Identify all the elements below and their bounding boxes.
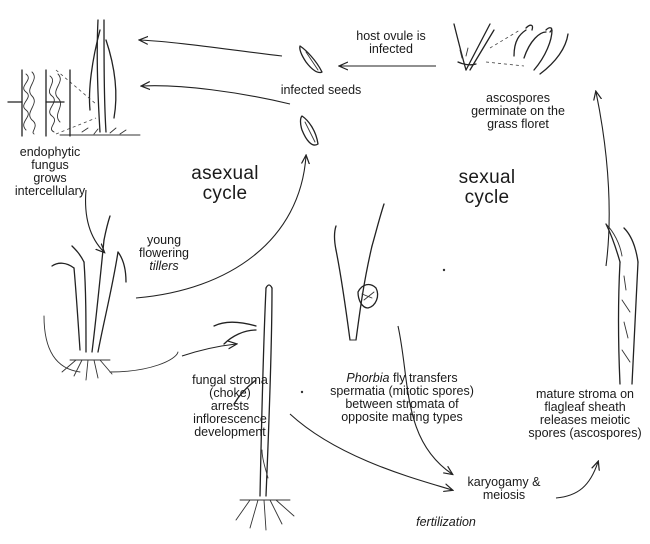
sexual-cycle-label: sexual cycle (432, 168, 542, 208)
mature-stroma-label: mature stroma on flagleaf sheath release… (520, 388, 650, 440)
ascospores-germinate-label: ascospores germinate on the grass floret (448, 92, 588, 131)
endophytic-fungus-label: endophytic fungus grows intercellulary (2, 146, 98, 198)
grass-seedling-illustration (60, 20, 140, 135)
fertilization-label: fertilization (406, 516, 486, 529)
endophyte-magnified-section (8, 70, 96, 136)
phorbia-fly-label: Phorbia fly transfers spermatia (mitotic… (326, 372, 478, 424)
grass-floret-illustration (454, 24, 568, 74)
infected-seed-top (300, 46, 322, 73)
phorbia-fly-illustration (335, 204, 385, 340)
young-flowering-tillers-label: young flowering tillers (124, 234, 204, 273)
host-ovule-label: host ovule is infected (336, 30, 446, 56)
karyogamy-meiosis-label: karyogamy & meiosis (454, 476, 554, 502)
fungal-stroma-label: fungal stroma (choke) arrests infloresce… (170, 374, 290, 439)
asexual-cycle-label: asexual cycle (170, 164, 280, 204)
infected-seed-bottom (301, 116, 319, 145)
infected-seeds-label: infected seeds (266, 84, 376, 97)
mature-stroma-illustration (606, 224, 638, 384)
